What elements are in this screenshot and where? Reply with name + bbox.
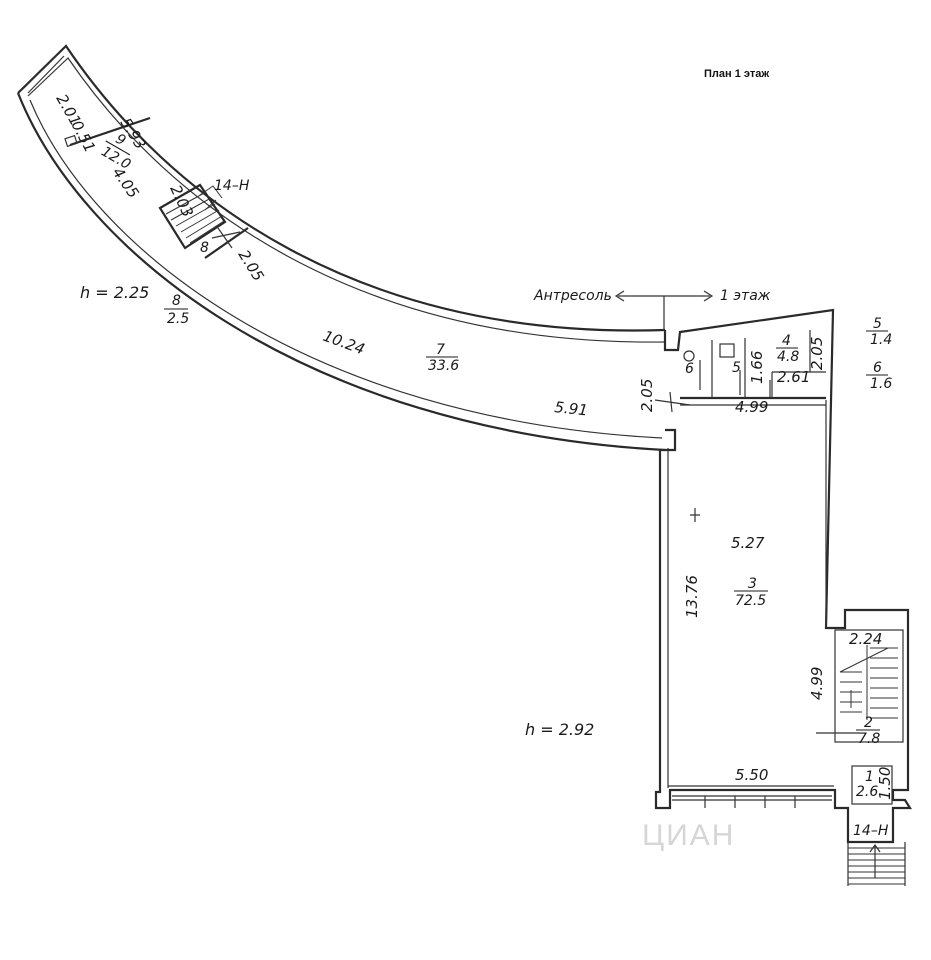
first-floor-label: 1 этаж bbox=[720, 288, 771, 304]
room-label-7: 7 33.6 bbox=[426, 342, 459, 374]
hall-inner-wall bbox=[667, 400, 834, 788]
svg-text:33.6: 33.6 bbox=[428, 358, 459, 374]
wing-outer-wall-inner bbox=[27, 57, 666, 343]
svg-text:6: 6 bbox=[873, 360, 882, 376]
corridor-door bbox=[654, 391, 691, 413]
hall-mark bbox=[690, 508, 700, 522]
door-8 bbox=[211, 227, 241, 249]
svg-text:72.5: 72.5 bbox=[735, 593, 766, 609]
dim-4-99-top: 4.99 bbox=[735, 398, 768, 416]
column-051 bbox=[64, 134, 78, 148]
svg-text:2: 2 bbox=[864, 715, 873, 731]
svg-text:4: 4 bbox=[782, 333, 791, 349]
dimension-labels: 2.01 0.51 5.93 4.05 2.03 2.05 10.24 5.91… bbox=[53, 91, 894, 800]
room-label-4: 4 4.8 bbox=[776, 333, 799, 365]
dim-5-91: 5.91 bbox=[554, 398, 589, 419]
room-label-8-small: 8 bbox=[200, 240, 209, 256]
dim-1-50: 1.50 bbox=[876, 767, 894, 800]
svg-text:4.8: 4.8 bbox=[777, 349, 799, 365]
sink-icon bbox=[683, 350, 695, 362]
entrance-steps bbox=[847, 842, 906, 886]
svg-text:3: 3 bbox=[748, 576, 757, 592]
hall-outer-wall bbox=[654, 308, 912, 844]
entrance-label-bottom: 14–Н bbox=[853, 823, 889, 839]
partition-9 bbox=[69, 116, 151, 147]
room-label-2: 2 7.8 bbox=[856, 715, 880, 747]
wing-outer-wall bbox=[17, 44, 666, 332]
dim-2-61: 2.61 bbox=[777, 368, 810, 386]
dim-2-05-hall: 2.05 bbox=[638, 379, 656, 412]
entrance-label-top: 14–Н bbox=[214, 178, 250, 194]
partition-8 bbox=[204, 227, 249, 259]
level-arrow: Антресоль 1 этаж bbox=[533, 288, 771, 330]
upper-stair bbox=[158, 183, 227, 250]
dim-2-05-right: 2.05 bbox=[808, 337, 826, 370]
room-label-5: 5 bbox=[732, 360, 741, 376]
dim-13-76: 13.76 bbox=[683, 575, 701, 618]
dim-2-24: 2.24 bbox=[849, 630, 882, 648]
svg-text:7: 7 bbox=[436, 342, 445, 358]
svg-text:1.4: 1.4 bbox=[870, 332, 892, 348]
dim-5-27: 5.27 bbox=[731, 534, 765, 552]
service-partitions bbox=[680, 330, 826, 406]
room-label-8: 8 2.5 bbox=[164, 293, 189, 327]
main-hall bbox=[654, 308, 912, 886]
room-label-3: 3 72.5 bbox=[734, 576, 768, 609]
hall-windows bbox=[672, 795, 832, 808]
room-label-1: 1 2.6 bbox=[856, 769, 878, 800]
wing-end-window bbox=[23, 51, 65, 94]
dim-1-66: 1.66 bbox=[748, 351, 766, 384]
wing-inner-wall-inner bbox=[29, 99, 663, 439]
dim-10-24: 10.24 bbox=[321, 327, 368, 359]
dim-2-05-stair: 2.05 bbox=[235, 247, 268, 285]
height-upper: h = 2.25 bbox=[80, 283, 149, 302]
svg-text:2.6: 2.6 bbox=[856, 784, 878, 800]
dim-4-99-side: 4.99 bbox=[808, 667, 826, 700]
svg-text:1.6: 1.6 bbox=[870, 376, 892, 392]
svg-text:7.8: 7.8 bbox=[858, 731, 880, 747]
service-doors bbox=[699, 360, 771, 397]
dim-5-50: 5.50 bbox=[735, 766, 768, 784]
room-label-6: 6 bbox=[685, 361, 694, 377]
right-stair bbox=[816, 629, 904, 743]
toilet-icon bbox=[719, 343, 735, 358]
curved-wing bbox=[16, 44, 691, 452]
dim-4-05: 4.05 bbox=[109, 164, 143, 202]
antresol-label: Антресоль bbox=[533, 288, 612, 304]
legend-6: 6 1.6 bbox=[866, 360, 892, 392]
plan-title: План 1 этаж bbox=[704, 68, 769, 80]
wing-inner-wall bbox=[16, 92, 666, 452]
vestibule bbox=[851, 765, 893, 805]
svg-text:2.5: 2.5 bbox=[167, 311, 189, 327]
svg-text:1: 1 bbox=[865, 769, 874, 785]
watermark: ЦИАН bbox=[642, 819, 735, 852]
height-main: h = 2.92 bbox=[525, 720, 594, 739]
svg-text:5: 5 bbox=[873, 316, 882, 332]
legend-5: 5 1.4 bbox=[866, 316, 892, 348]
svg-text:8: 8 bbox=[172, 293, 181, 309]
